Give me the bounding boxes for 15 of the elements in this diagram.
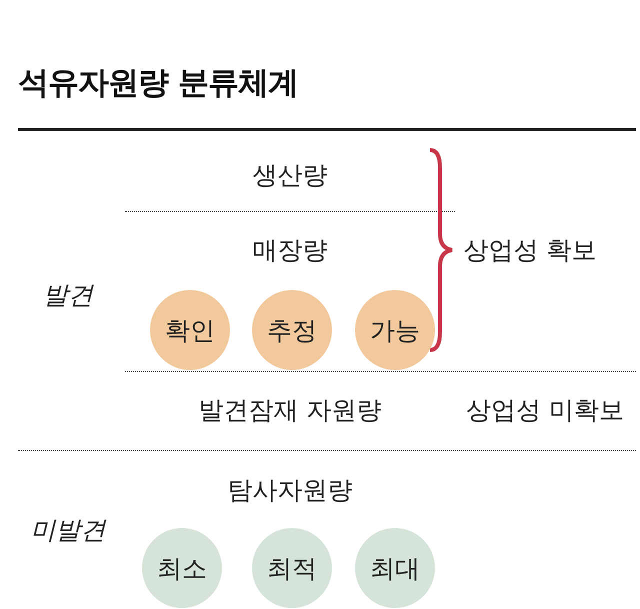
- text-label: 발견잠재 자원량: [198, 394, 382, 426]
- circle-label: 최대: [370, 552, 420, 584]
- circle-label: 가능: [370, 314, 420, 346]
- title: 석유자원량 분류체계: [18, 64, 298, 103]
- circle-label: 최적: [267, 552, 317, 584]
- circle-label: 추정: [267, 314, 317, 346]
- text-label: 매장량: [252, 234, 328, 266]
- text-label: 생산량: [252, 160, 328, 192]
- text-label: 상업성 확보: [464, 234, 596, 266]
- circle-label: 확인: [165, 314, 215, 346]
- text-label: 상업성 미확보: [466, 394, 624, 426]
- circle-label: 최소: [157, 552, 207, 584]
- text-label: 탐사자원량: [228, 474, 352, 506]
- text-label: 미발견: [30, 514, 106, 546]
- text-label: 발견: [43, 280, 93, 312]
